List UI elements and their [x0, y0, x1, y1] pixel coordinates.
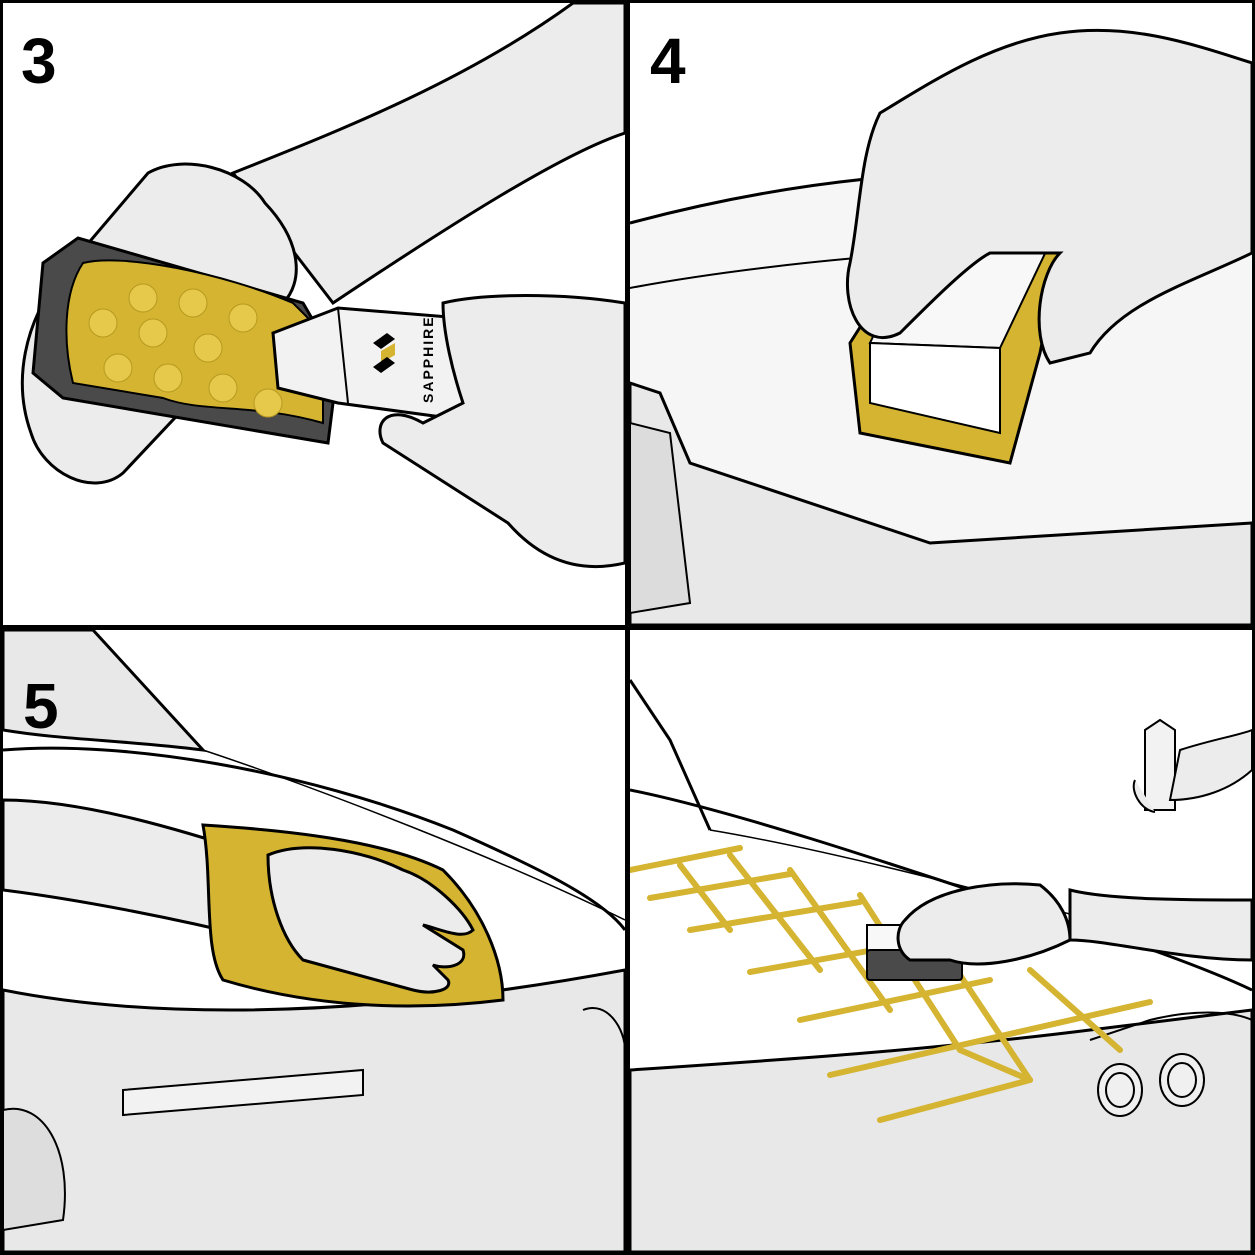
sapphire-logo-icon	[373, 333, 395, 373]
bottle-brand-label: SAPPHIRE	[420, 315, 436, 403]
sapphire-bottle-small	[1132, 718, 1252, 813]
arm	[1068, 888, 1252, 962]
right-glove	[378, 294, 625, 569]
step-4-illustration	[630, 28, 1252, 625]
windshield	[3, 630, 207, 752]
cloth-dots	[88, 283, 283, 418]
step-panel-3: SAPPHIRE 3	[3, 3, 625, 625]
car-front	[630, 1008, 1252, 1252]
step-number: 5	[23, 670, 59, 742]
step-3-illustration: SAPPHIRE	[20, 3, 625, 569]
glove	[845, 28, 1252, 365]
car-front	[3, 968, 625, 1252]
step-number: 3	[21, 25, 57, 97]
step-panel-6	[630, 630, 1252, 1252]
step-panel-4: 4	[630, 3, 1252, 625]
glove	[896, 882, 1072, 966]
glove	[266, 846, 475, 994]
step-5-illustration	[3, 630, 625, 1252]
step-number: 4	[650, 25, 686, 97]
step-panel-5: 5	[3, 630, 625, 1252]
step-6-illustration	[630, 679, 1252, 1252]
car-front	[630, 381, 1252, 625]
